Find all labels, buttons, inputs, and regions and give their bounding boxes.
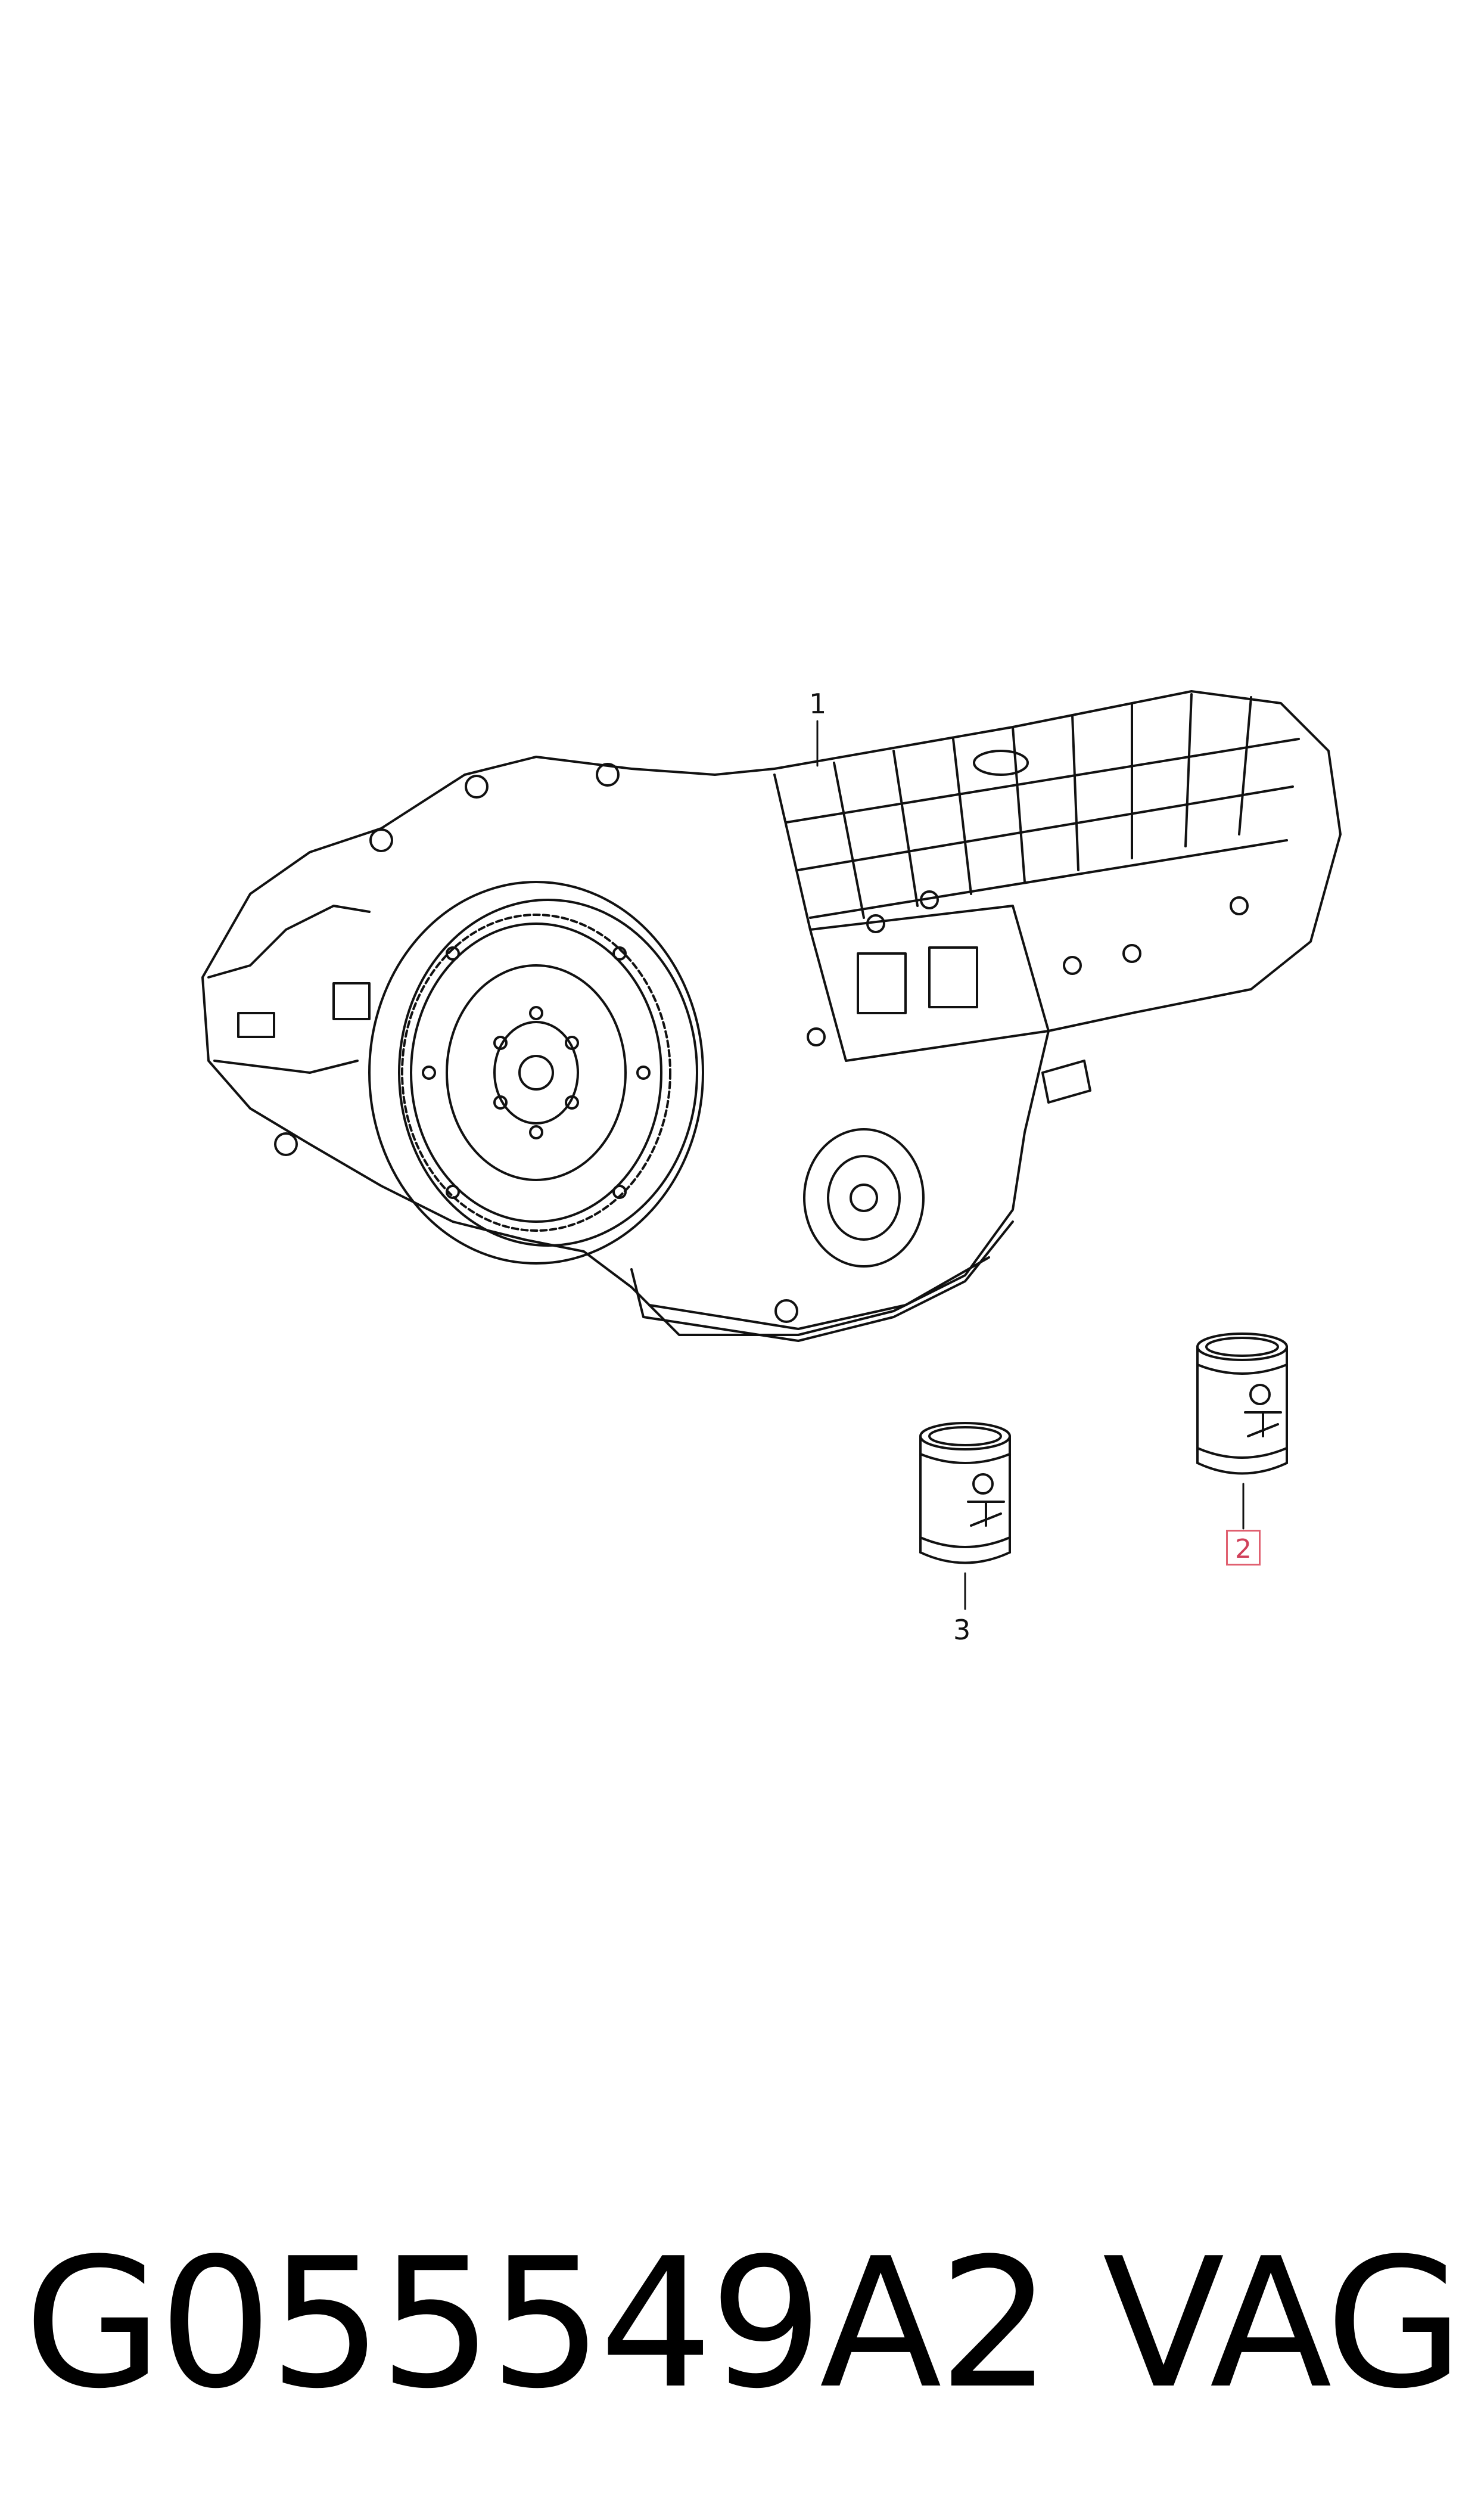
- part-number: G055549A2: [24, 2220, 1052, 2428]
- brand-name: VAG: [1102, 2220, 1464, 2428]
- oil-bottle-right-drawing: [1196, 1333, 1288, 1475]
- callout-label-oil-bottle-right[interactable]: 2: [1226, 1530, 1261, 1566]
- parts-diagram: [201, 690, 1342, 1610]
- callout-label-oil-bottle-left[interactable]: 3: [953, 1614, 971, 1646]
- transmission-drawing: [201, 690, 1342, 1342]
- footer-caption: G055549A2 VAG: [24, 2217, 1464, 2431]
- oil-bottle-left-drawing: [919, 1422, 1011, 1564]
- callout-label-transmission[interactable]: 1: [809, 688, 827, 720]
